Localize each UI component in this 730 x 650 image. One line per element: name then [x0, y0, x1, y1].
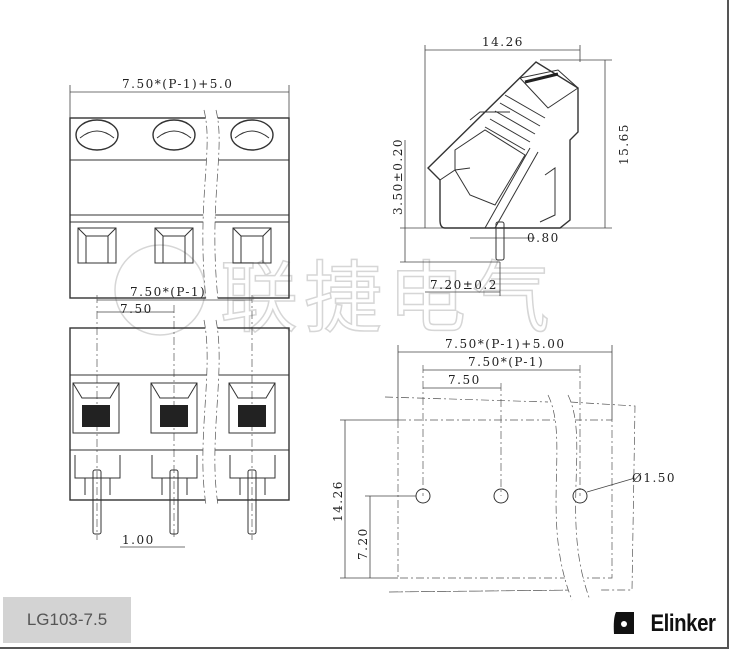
- pins: [74, 455, 276, 535]
- bottom-pitch-dim: 7.50: [120, 302, 153, 316]
- footprint-overall-dim: 7.50*(P-1)+5.00: [445, 337, 565, 351]
- bottom-view: 7.50*(P-1) 7.50 1.00: [69, 285, 290, 548]
- elinker-logo-icon: [613, 612, 634, 634]
- pcb-footprint: 7.50*(P-1)+5.00 7.50*(P-1) 7.50 Ø1.50 14…: [331, 337, 676, 601]
- pin-width-dim: 1.00: [122, 533, 155, 547]
- front-overall-dim: 7.50*(P-1)+5.0: [122, 77, 233, 91]
- wire-entries: [77, 227, 272, 264]
- side-height-dim: 15.65: [617, 123, 631, 165]
- screw-heads: [75, 119, 274, 151]
- brand-logo: Elinker: [650, 610, 716, 637]
- hole-offset-dim: 7.20: [356, 527, 370, 560]
- front-view: 7.50*(P-1)+5.0: [69, 77, 290, 301]
- clamp-openings: [72, 382, 276, 434]
- pin-thickness-dim: 0.80: [527, 231, 560, 245]
- pin-offset-dim: 7.20±0.2: [430, 278, 498, 292]
- footprint-pitch-dim: 7.50: [448, 373, 481, 387]
- hole-diameter-dim: Ø1.50: [632, 471, 676, 485]
- model-label: LG103-7.5: [3, 597, 131, 643]
- pin-length-dim: 3.50±0.20: [391, 138, 405, 215]
- side-width-dim: 14.26: [482, 35, 524, 49]
- footprint-depth-dim: 14.26: [331, 480, 345, 522]
- svg-text:联捷电气: 联捷电气: [220, 254, 556, 344]
- watermark: 联捷电气: [114, 244, 556, 345]
- footprint-pitch-total-dim: 7.50*(P-1): [468, 355, 544, 369]
- bottom-pitch-total-dim: 7.50*(P-1): [130, 285, 206, 299]
- side-view: 14.26 15.65 3.50±0.20 0.80 7.20±0.2: [391, 35, 631, 296]
- screw: [484, 69, 579, 151]
